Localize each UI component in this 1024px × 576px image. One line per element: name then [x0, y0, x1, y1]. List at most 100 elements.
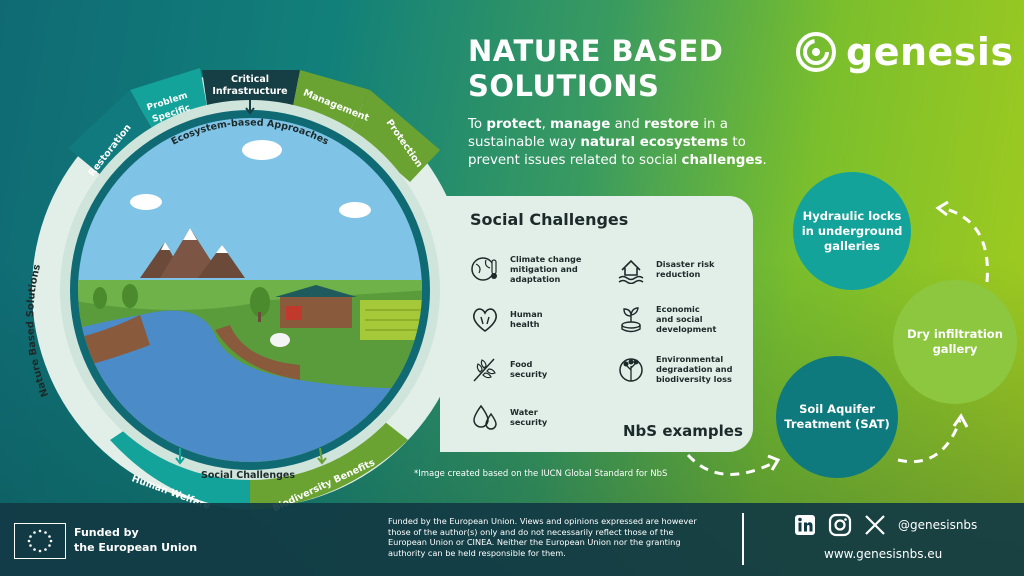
example-soil-aquifer[interactable]: Soil Aquifer Treatment (SAT): [776, 356, 898, 478]
dashed-arrow-icon: [897, 419, 962, 464]
subtitle-text: to prevent issues related to social: [468, 135, 746, 168]
challenge-label: Environmental degradation and biodiversi…: [656, 354, 734, 384]
subtitle-text: in a sustainable way: [468, 117, 728, 150]
example-line: Soil Aquifer: [799, 402, 875, 416]
wheat-icon: [473, 358, 496, 382]
label-line: mitigation and: [510, 264, 578, 274]
heart-hands-icon: [472, 308, 498, 332]
plant-coins-icon: [621, 307, 641, 333]
example-line: gallery: [932, 342, 978, 356]
subtitle-text: ,: [541, 117, 551, 132]
label-line: biodiversity loss: [656, 374, 732, 384]
subtitle: To protect, manage and restore in a sust…: [468, 116, 768, 170]
arrow-down-icon: [317, 447, 327, 465]
label-line: Climate change: [510, 254, 582, 264]
label-line: reduction: [656, 269, 701, 279]
dashed-arrow-icon: [941, 206, 989, 283]
challenge-food: Food security: [470, 354, 588, 384]
flooded-house-icon: [618, 259, 644, 284]
label-line: security: [510, 369, 548, 379]
label-line: Economic: [656, 304, 700, 314]
divider: [742, 513, 744, 565]
subtitle-text: .: [762, 153, 767, 168]
funded-line: Funded by: [74, 526, 139, 539]
arrowhead-icon: [952, 413, 969, 428]
subtitle-text: To: [468, 117, 487, 132]
example-line: Hydraulic locks: [802, 208, 902, 223]
social-challenges-ring-label: Social Challenges: [201, 470, 295, 481]
label-line: Human: [510, 309, 543, 319]
subtitle-bold: manage: [550, 117, 611, 132]
funded-line: the European Union: [74, 541, 198, 554]
critical-line-2: Infrastructure: [212, 86, 287, 97]
example-line: Dry infiltration: [907, 327, 1003, 341]
label-line: security: [510, 417, 548, 427]
water-drops-icon: [473, 404, 497, 430]
linkedin-icon[interactable]: [794, 514, 816, 536]
challenge-label: Climate change mitigation and adaptation: [510, 254, 588, 284]
challenge-label: Economic and social development: [656, 304, 734, 334]
label-line: Environmental: [656, 354, 724, 364]
example-dry-infiltration[interactable]: Dry infiltration gallery: [893, 280, 1017, 404]
funded-by: Funded by the European Union: [74, 525, 197, 555]
tree-globe-icon: [619, 358, 643, 382]
example-line: in underground: [801, 223, 903, 238]
nbs-circular-diagram: Critical Infrastructure Problem Specific…: [25, 68, 468, 514]
challenge-water: Water security: [470, 402, 588, 432]
dashed-arrows: [686, 200, 989, 476]
source-note: *Image created based on the IUCN Global …: [414, 469, 668, 479]
label-line: degradation and: [656, 364, 733, 374]
segment-protection: [350, 90, 440, 182]
challenge-health: Human health: [470, 304, 588, 334]
challenge-label: Water security: [510, 407, 588, 427]
example-line: galleries: [824, 238, 880, 253]
social-handle[interactable]: @genesisnbs: [898, 518, 978, 532]
subtitle-bold: challenges: [681, 153, 763, 168]
instagram-icon[interactable]: [828, 513, 852, 537]
label-line: Water: [510, 407, 538, 417]
x-icon[interactable]: [864, 514, 886, 536]
page-title: NATURE BASED SOLUTIONS: [468, 34, 723, 104]
subtitle-bold: protect: [486, 117, 542, 132]
arrowhead-icon: [767, 454, 781, 471]
footer: Funded by the European Union Funded by t…: [0, 503, 1024, 576]
subtitle-bold: natural ecosystems: [580, 135, 729, 150]
challenge-disaster: Disaster risk reduction: [616, 254, 734, 284]
challenge-environmental: Environmental degradation and biodiversi…: [616, 354, 734, 384]
title-line-2: SOLUTIONS: [468, 69, 660, 103]
social-challenges-panel: Social Challenges Climate change mitigat…: [440, 196, 753, 452]
example-hydraulic-locks[interactable]: Hydraulic locks in underground galleries: [793, 172, 911, 290]
critical-line-1: Critical: [231, 74, 269, 85]
arrow-down-icon: [175, 448, 185, 465]
genesis-logo[interactable]: genesis: [796, 30, 1014, 74]
label-line: adaptation: [510, 274, 561, 284]
disclaimer: Funded by the European Union. Views and …: [388, 516, 697, 558]
example-line: Treatment (SAT): [784, 417, 890, 431]
label-line: health: [510, 319, 540, 329]
thermometer-globe-icon: [471, 257, 497, 281]
challenge-label: Human health: [510, 309, 588, 329]
challenge-climate: Climate change mitigation and adaptation: [470, 254, 588, 284]
panel-title: Social Challenges: [470, 210, 629, 229]
genesis-swirl-logo-icon: [796, 32, 836, 72]
label-line: development: [656, 324, 717, 334]
dashed-arrow-icon: [686, 453, 776, 476]
eu-flag-icon: [14, 523, 66, 559]
social-links: @genesisnbs: [794, 513, 977, 537]
segment-restoration: [68, 90, 152, 176]
label-line: Food: [510, 359, 533, 369]
label-line: Disaster risk: [656, 259, 715, 269]
subtitle-text: and: [610, 117, 645, 132]
title-line-1: NATURE BASED: [468, 34, 724, 68]
nbs-examples-label: NbS examples: [623, 422, 743, 440]
challenge-economic: Economic and social development: [616, 304, 734, 334]
logo-text: genesis: [846, 30, 1014, 74]
website-link[interactable]: www.genesisnbs.eu: [824, 547, 943, 561]
segment-biodiversity: [250, 418, 408, 510]
arrow-down-icon: [245, 98, 255, 115]
subtitle-bold: restore: [644, 117, 699, 132]
label-line: and social: [656, 314, 703, 324]
arrowhead-icon: [935, 200, 949, 217]
challenge-label: Disaster risk reduction: [656, 259, 734, 279]
